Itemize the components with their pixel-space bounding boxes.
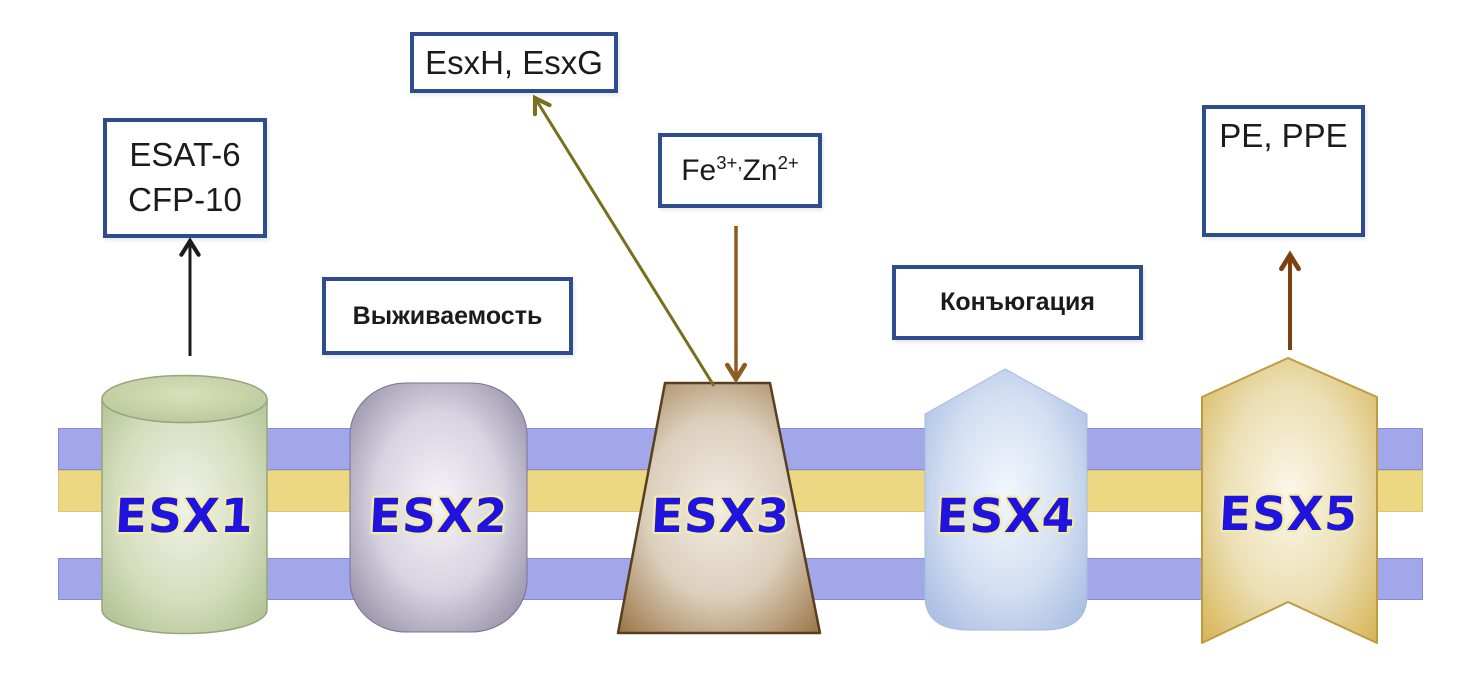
pe-ppe-text: PE, PPE bbox=[1219, 117, 1348, 154]
membrane-outer-band-bottom bbox=[58, 558, 1423, 600]
fe-zn-text: Fe3+,Zn2+ bbox=[681, 151, 799, 188]
zn-superscript: 2+ bbox=[777, 151, 799, 173]
esx3-label: ESX3 bbox=[649, 489, 792, 544]
fe-superscript: 3+, bbox=[716, 151, 743, 173]
survival-text: Выживаемость bbox=[352, 301, 543, 330]
fe-base: Fe bbox=[681, 153, 717, 187]
membrane-outer-band-top bbox=[58, 428, 1423, 470]
label-box-esxh-esxg: EsxH, EsxG bbox=[410, 32, 618, 93]
esx2-label: ESX2 bbox=[367, 489, 510, 544]
cfp10-text: CFP-10 bbox=[128, 181, 242, 218]
label-box-conjugation: Конъюгация bbox=[892, 265, 1143, 340]
esxhg-text: EsxH, EsxG bbox=[425, 43, 603, 81]
label-box-survival: Выживаемость bbox=[322, 277, 573, 355]
esx1-cylinder-top bbox=[101, 374, 268, 424]
label-box-esat6-cfp10: ESAT-6 CFP-10 bbox=[103, 118, 267, 238]
esx4-label: ESX4 bbox=[935, 489, 1077, 544]
conjugation-text: Конъюгация bbox=[940, 288, 1095, 316]
esx1-label: ESX1 bbox=[113, 489, 256, 544]
label-box-pe-ppe: PE, PPE bbox=[1202, 105, 1365, 237]
esat6-text: ESAT-6 bbox=[129, 136, 241, 174]
label-box-fe-zn: Fe3+,Zn2+ bbox=[658, 133, 822, 208]
esx5-label: ESX5 bbox=[1217, 487, 1360, 542]
zn-base: Zn bbox=[742, 153, 778, 187]
